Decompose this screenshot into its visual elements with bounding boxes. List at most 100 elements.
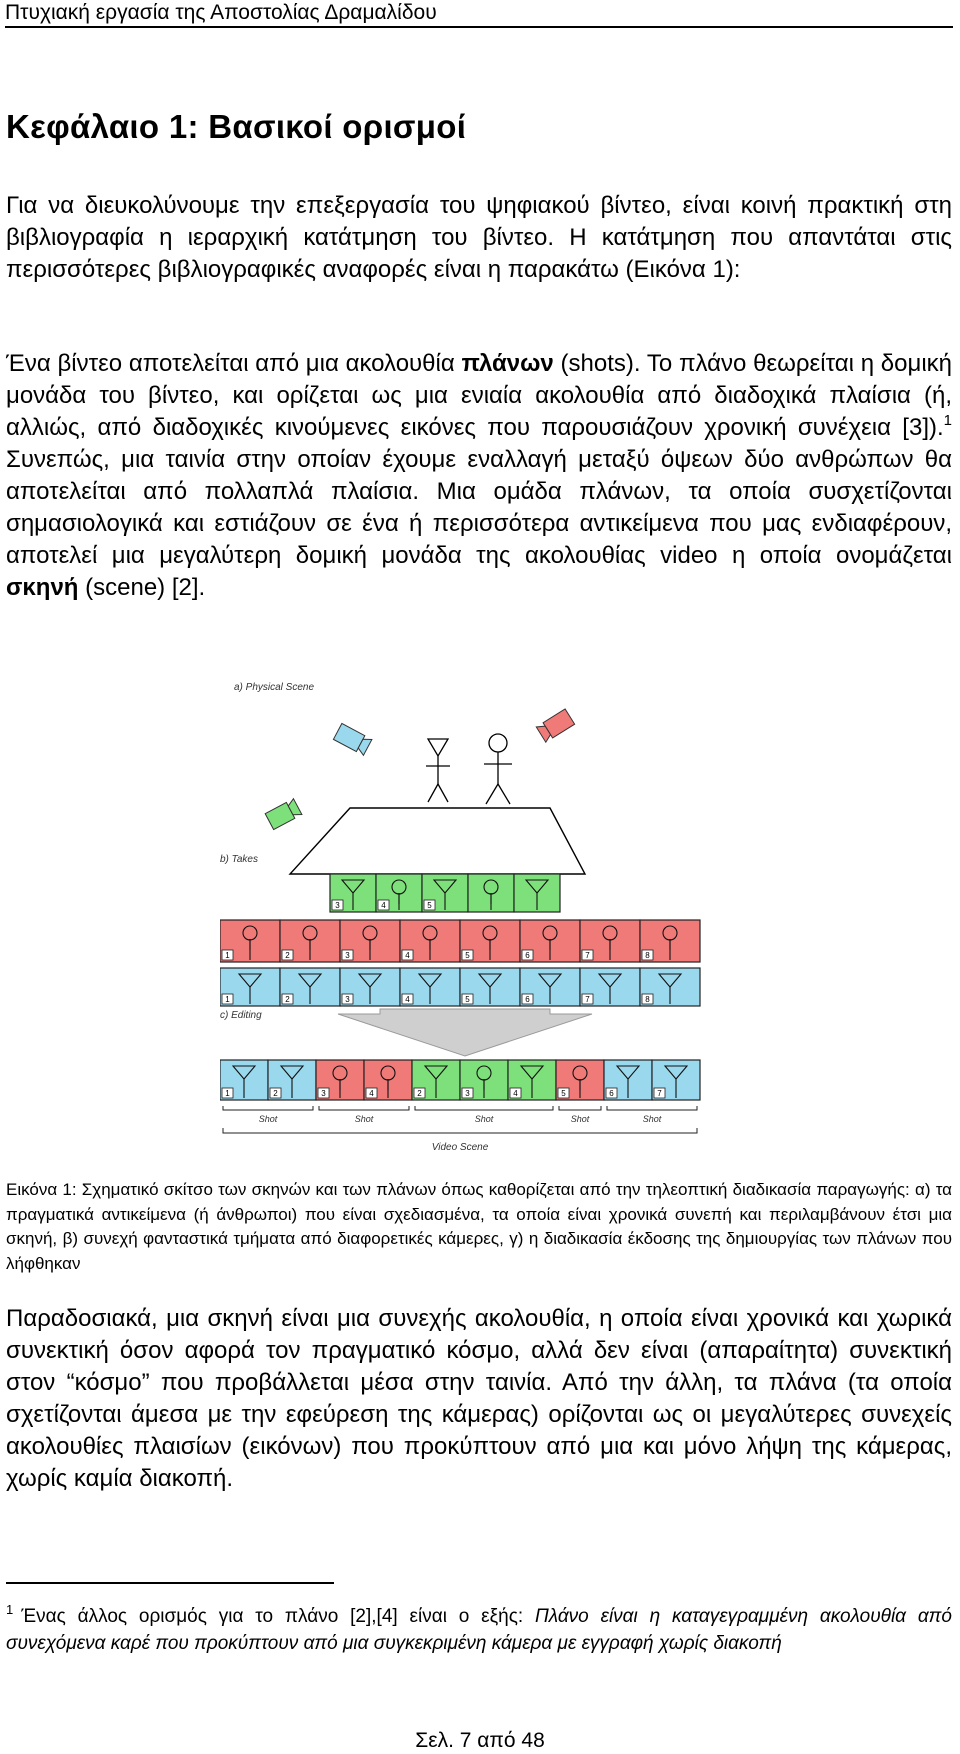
- frame-number: 7: [581, 993, 594, 1005]
- person-figure-right: [484, 733, 512, 805]
- frame-blue: 4: [399, 967, 461, 1007]
- frame-blue: 5: [459, 967, 521, 1007]
- take-strip-red: 1 2 3 4 5 6 7 8: [220, 919, 701, 963]
- stage: [288, 807, 587, 875]
- frame-edited: 3: [315, 1059, 365, 1101]
- frame-number: 3: [331, 899, 344, 911]
- frame-blue: 8: [639, 967, 701, 1007]
- frame-blue: 7: [579, 967, 641, 1007]
- svg-text:3: 3: [345, 951, 350, 960]
- frame-number: 4: [377, 899, 390, 911]
- frame-blue: 1: [220, 967, 281, 1007]
- svg-text:5: 5: [561, 1089, 566, 1098]
- shot-brackets: Shot Shot Shot Shot Shot: [222, 1106, 698, 1134]
- frame-red: 7: [579, 919, 641, 963]
- frame-green: 5: [421, 873, 469, 913]
- frame-number: 3: [341, 993, 354, 1005]
- label-takes: b) Takes: [220, 854, 258, 865]
- svg-text:5: 5: [465, 995, 470, 1004]
- svg-text:4: 4: [513, 1089, 518, 1098]
- svg-text:6: 6: [525, 995, 530, 1004]
- frame-number: 4: [401, 993, 414, 1005]
- shot-bracket: Shot: [606, 1106, 698, 1124]
- frame-number: 2: [413, 1087, 426, 1099]
- frame-number: 5: [461, 993, 474, 1005]
- frame-green: 3: [329, 873, 377, 913]
- frame-edited: 3: [459, 1059, 509, 1101]
- text-run: (shots). Το πλάνο θεωρείται η δομική μον…: [6, 350, 952, 441]
- frame-red: 1: [220, 919, 281, 963]
- svg-text:6: 6: [525, 951, 530, 960]
- footnote-italic-definition: Πλάνο είναι η καταγεγραμμένη ακολουθία α…: [6, 1606, 952, 1654]
- svg-text:2: 2: [417, 1089, 422, 1098]
- frame-number: 1: [221, 949, 234, 961]
- svg-text:4: 4: [369, 1089, 374, 1098]
- footnote-reference[interactable]: 1: [943, 412, 952, 429]
- camera-blue-icon: [332, 722, 373, 757]
- frame-edited: 4: [363, 1059, 413, 1101]
- scene-bracket: [222, 1128, 698, 1134]
- svg-text:2: 2: [285, 951, 290, 960]
- svg-text:1: 1: [225, 951, 230, 960]
- frame-red: 4: [399, 919, 461, 963]
- frame-number: 4: [401, 949, 414, 961]
- shot-bracket: Shot: [414, 1106, 554, 1124]
- frame-number: 6: [605, 1087, 618, 1099]
- frame-number: 8: [641, 993, 654, 1005]
- paragraph-shots-definition: Ένα βίντεο αποτελείται από μια ακολουθία…: [6, 348, 952, 604]
- svg-text:1: 1: [225, 1089, 230, 1098]
- frame-red: 8: [639, 919, 701, 963]
- frame-number: 1: [221, 993, 234, 1005]
- shot-bracket: Shot: [318, 1106, 410, 1124]
- svg-text:8: 8: [645, 951, 650, 960]
- svg-text:5: 5: [465, 951, 470, 960]
- paragraph-intro: Για να διευκολύνουμε την επεξεργασία του…: [6, 192, 952, 283]
- frame-edited: 7: [651, 1059, 701, 1101]
- svg-text:1: 1: [225, 995, 230, 1004]
- frame-number: 2: [281, 949, 294, 961]
- frame-red: 3: [339, 919, 401, 963]
- running-header: Πτυχιακή εργασία της Αποστολίας Δραμαλίδ…: [5, 0, 953, 28]
- svg-text:7: 7: [585, 995, 590, 1004]
- frame-red: 6: [519, 919, 581, 963]
- frame-number: 7: [653, 1087, 666, 1099]
- label-physical-scene: a) Physical Scene: [234, 682, 314, 693]
- page-number: Σελ. 7 από 48: [415, 1729, 545, 1752]
- svg-text:4: 4: [405, 951, 410, 960]
- svg-text:3: 3: [321, 1089, 326, 1098]
- svg-text:Shot: Shot: [571, 1114, 590, 1124]
- shot-bracket: Shot: [222, 1106, 314, 1124]
- frame-number: 2: [281, 993, 294, 1005]
- svg-text:Shot: Shot: [355, 1114, 374, 1124]
- frame-number: 2: [269, 1087, 282, 1099]
- footnote-separator: [6, 1582, 334, 1584]
- frame-number: 4: [365, 1087, 378, 1099]
- footnote-mark: 1: [6, 1602, 14, 1617]
- svg-text:4: 4: [381, 901, 386, 910]
- frame-number: 3: [341, 949, 354, 961]
- term-shots: πλάνων: [461, 350, 554, 377]
- frame-number: 5: [557, 1087, 570, 1099]
- camera-green-icon: [264, 797, 303, 831]
- take-strip-green: 3 4 5: [329, 873, 561, 913]
- frame-red: 2: [279, 919, 341, 963]
- frame-edited: 2: [411, 1059, 461, 1101]
- svg-text:4: 4: [405, 995, 410, 1004]
- editing-arrow: [337, 1008, 593, 1057]
- svg-text:3: 3: [465, 1089, 470, 1098]
- svg-text:6: 6: [609, 1089, 614, 1098]
- frame-red: 5: [459, 919, 521, 963]
- svg-text:7: 7: [657, 1089, 662, 1098]
- frame-number: 7: [581, 949, 594, 961]
- svg-text:Shot: Shot: [259, 1114, 278, 1124]
- frame-number: 5: [423, 899, 436, 911]
- text-run: (scene) [2].: [78, 574, 206, 601]
- label-video-scene: Video Scene: [432, 1142, 489, 1153]
- frame-blue: 3: [339, 967, 401, 1007]
- frame-green: 4: [375, 873, 423, 913]
- svg-text:2: 2: [273, 1089, 278, 1098]
- frame-number: 4: [509, 1087, 522, 1099]
- footnote-text: Ένας άλλος ορισμός για το πλάνο [2],[4] …: [21, 1606, 535, 1627]
- frame-number: 6: [521, 949, 534, 961]
